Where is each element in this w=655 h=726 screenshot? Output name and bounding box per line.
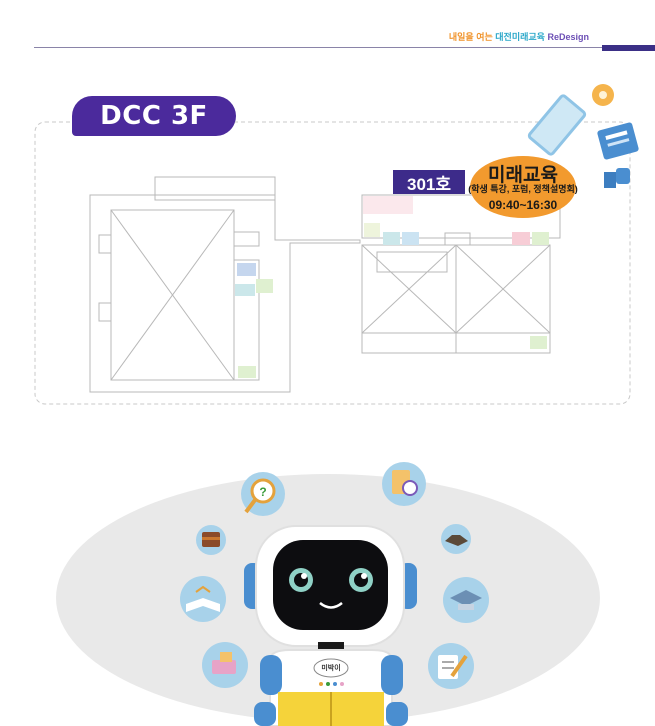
disc-icon [592, 84, 614, 106]
room-marker [512, 232, 530, 245]
brand-slogan-part1: 내일을 여는 [448, 32, 493, 42]
room-marker [532, 232, 549, 245]
robot-badge [313, 658, 349, 678]
robot-mascot [244, 525, 417, 726]
right-hall [361, 194, 561, 354]
event-time: 09:40~16:30 [488, 198, 558, 212]
newspaper-icon [597, 122, 639, 160]
room-marker [402, 232, 419, 245]
checklist-pencil-icon [428, 643, 474, 689]
floor-plan-border [34, 121, 631, 405]
room-marker [383, 232, 400, 245]
header-divider [34, 47, 602, 48]
svg-text:?: ? [259, 485, 266, 499]
handshake-icon [441, 524, 471, 554]
header-accent-bar [602, 45, 655, 51]
robot-neck [318, 642, 344, 652]
stationery-icon [202, 642, 248, 688]
thumbs-up-icon [604, 168, 630, 188]
paintbrush-icon [527, 94, 587, 156]
brand-slogan-part2: 대전미래교육 [495, 32, 545, 42]
brand-slogan-part3: ReDesign [547, 32, 589, 42]
robot-face [273, 540, 388, 630]
robot-badge-text: 미박이 [321, 665, 341, 672]
room-301-highlight [363, 196, 413, 214]
question-magnifier-icon: ? [241, 472, 285, 516]
document-magnifier-icon [382, 462, 426, 506]
event-title: 미래교육 [488, 165, 558, 186]
treasure-chest-icon [196, 525, 226, 555]
room-marker [530, 336, 547, 349]
left-hall [89, 176, 361, 393]
event-highlight-blob [470, 156, 576, 218]
room-marker [364, 223, 380, 237]
open-book-icon [180, 576, 226, 622]
graduation-cap-icon [443, 577, 489, 623]
room-marker [238, 366, 256, 378]
brand-slogan: 내일을 여는 대전미래교육 ReDesign [449, 30, 589, 43]
room-marker [256, 279, 273, 293]
floor-label: DCC 3F [72, 96, 236, 136]
room-marker [235, 284, 255, 296]
event-subtitle: (학생 특강, 포럼, 정책설명회) [468, 184, 578, 194]
room-number-label: 301호 [393, 170, 465, 194]
room-marker [237, 263, 256, 276]
